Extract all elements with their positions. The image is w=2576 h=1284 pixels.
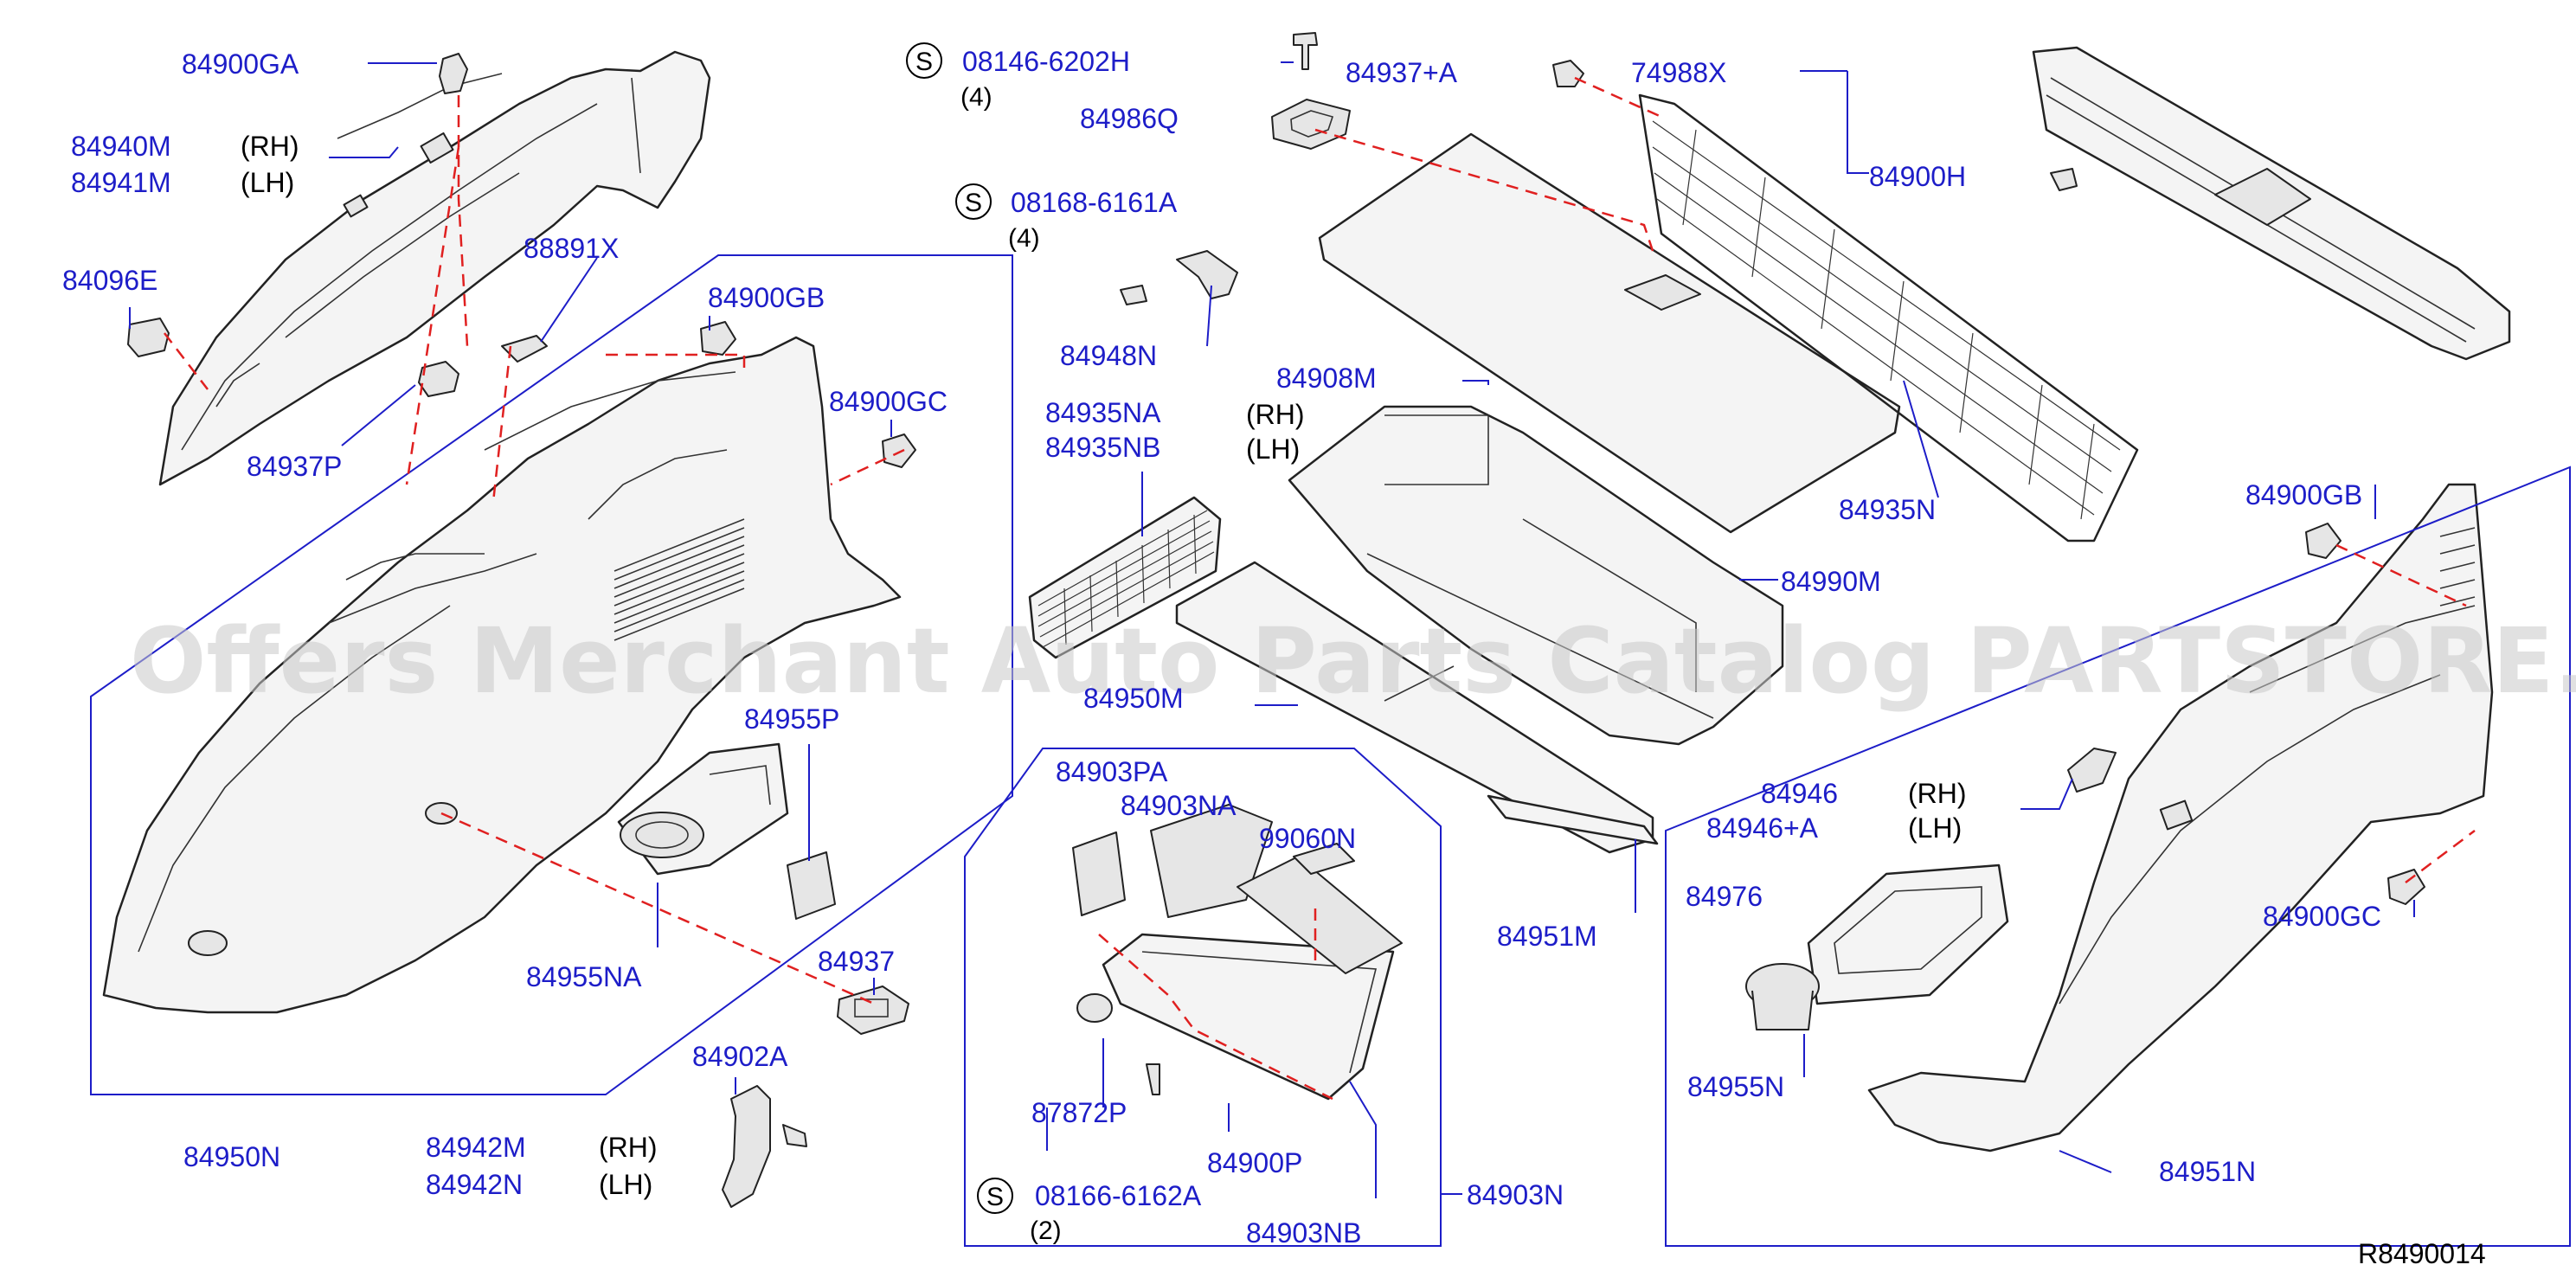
label-84900GB-left: 84900GB <box>708 282 825 313</box>
s-symbol-circle-2 <box>955 183 992 220</box>
label-88891X: 88891X <box>524 233 619 264</box>
label-84946plusA: 84946+A <box>1706 812 1819 844</box>
label-84955P: 84955P <box>744 703 839 735</box>
label-84941M: 84941M <box>71 167 171 198</box>
cup-84955N-illustration <box>1745 963 1820 1030</box>
label-87872P: 87872P <box>1031 1097 1127 1128</box>
clip-74988X-illustration <box>1552 60 1584 87</box>
label-rh-1: (RH) <box>241 131 299 162</box>
upper-side-trim-illustration <box>158 50 711 486</box>
label-s-symbol-1: S <box>915 48 933 76</box>
screw-08146-illustration <box>1293 32 1318 70</box>
tray-84955NA-illustration <box>617 742 789 876</box>
reference-code: R8490014 <box>2358 1238 2486 1269</box>
group-box-84950N <box>90 254 1013 1095</box>
label-84900GC-right: 84900GC <box>2263 901 2381 932</box>
cover-84900H-illustration <box>2032 46 2511 361</box>
label-84900GB-right: 84900GB <box>2245 479 2362 510</box>
label-84096E: 84096E <box>62 265 157 296</box>
label-84903NB: 84903NB <box>1246 1217 1361 1249</box>
label-84900GC-left: 84900GC <box>829 386 948 417</box>
group-box-84951N <box>1665 465 2571 1247</box>
cover-88891X-illustration <box>501 335 548 363</box>
lid-84955P-illustration <box>787 851 836 920</box>
label-84990M: 84990M <box>1781 566 1881 597</box>
tray-84908M-illustration <box>1288 405 1784 746</box>
label-08146-6202H: 08146-6202H <box>962 46 1130 77</box>
label-84946: 84946 <box>1761 778 1838 809</box>
label-84903N: 84903N <box>1467 1179 1564 1210</box>
label-lh-1: (LH) <box>241 167 294 198</box>
label-s-symbol-2: S <box>965 189 982 217</box>
label-84937plusA: 84937+A <box>1346 57 1458 88</box>
clip-84900GB-left-illustration <box>700 321 736 356</box>
label-84951M: 84951M <box>1497 921 1597 952</box>
label-qty-1: (4) <box>960 83 992 112</box>
label-84900GA: 84900GA <box>182 48 299 80</box>
board-84990M-illustration <box>1318 132 1901 534</box>
label-lh-4: (LH) <box>1908 812 1962 844</box>
label-qty-2: (4) <box>1008 224 1040 253</box>
leader-lines <box>129 61 2415 1198</box>
label-84903NA: 84903NA <box>1121 790 1237 821</box>
clip-84900GC-right-illustration <box>2387 869 2425 905</box>
label-84955NA: 84955NA <box>526 961 642 992</box>
bracket-84942M-illustration <box>722 1085 807 1208</box>
label-84955N: 84955N <box>1687 1071 1784 1102</box>
bracket-84948N-illustration <box>1120 250 1238 305</box>
dashed-connectors <box>164 76 2476 1101</box>
label-84942M: 84942M <box>426 1132 526 1163</box>
label-rh-4: (RH) <box>1908 778 1967 809</box>
lid-84946-illustration <box>2067 748 2117 793</box>
s-symbol-circle-3 <box>977 1178 1013 1214</box>
label-84940M: 84940M <box>71 131 171 162</box>
label-84935N: 84935N <box>1839 494 1936 525</box>
label-84951N: 84951N <box>2159 1156 2256 1187</box>
label-84986Q: 84986Q <box>1080 103 1179 134</box>
label-84937P: 84937P <box>247 451 342 482</box>
label-rh-2: (RH) <box>599 1132 658 1163</box>
label-84902A: 84902A <box>692 1041 788 1072</box>
label-84976: 84976 <box>1686 881 1763 912</box>
clip-84900GB-right-illustration <box>2305 523 2342 559</box>
bezel-84986Q-illustration <box>1271 99 1351 150</box>
bezel-84937-illustration <box>837 985 909 1035</box>
label-84903PA: 84903PA <box>1056 756 1168 787</box>
label-84950M: 84950M <box>1083 683 1184 714</box>
label-qty-3: (2) <box>1030 1217 1062 1245</box>
label-84900H: 84900H <box>1869 161 1966 192</box>
label-84900P: 84900P <box>1207 1147 1302 1178</box>
tray-84903-illustration <box>1072 804 1403 1101</box>
label-08166-6162A: 08166-6162A <box>1035 1180 1202 1211</box>
label-99060N: 99060N <box>1259 823 1356 854</box>
label-84948N: 84948N <box>1060 340 1157 371</box>
label-84935NB: 84935NB <box>1045 432 1160 463</box>
group-box-84903N <box>964 748 1442 1247</box>
watermark-text: Offers Merchant Auto Parts Catalog PARTS… <box>130 608 2576 714</box>
label-08168-6161A: 08168-6161A <box>1011 187 1178 218</box>
clip-84900GC-left-illustration <box>882 433 916 468</box>
label-84942N: 84942N <box>426 1169 523 1200</box>
tray-84976-illustration <box>1807 863 2009 1005</box>
label-rh-3: (RH) <box>1246 399 1305 430</box>
strip-84951M-illustration <box>1487 794 1659 845</box>
label-s-symbol-3: S <box>986 1183 1004 1211</box>
clip-84096E-illustration <box>127 318 170 357</box>
label-84950N: 84950N <box>183 1141 280 1172</box>
label-84937: 84937 <box>818 946 895 977</box>
clip-84937P-illustration <box>418 361 459 397</box>
clip-84900GA-illustration <box>439 53 468 94</box>
label-74988X: 74988X <box>1631 57 1726 88</box>
s-symbol-circle-1 <box>906 42 942 79</box>
label-84908M: 84908M <box>1276 363 1377 394</box>
left-quarter-trim-illustration <box>102 336 902 1014</box>
net-84935N-illustration <box>1638 93 2139 542</box>
right-quarter-trim-illustration <box>1867 483 2494 1152</box>
label-lh-2: (LH) <box>599 1169 652 1200</box>
label-84935NA: 84935NA <box>1045 397 1161 428</box>
part-labels: 84900GA 84940M (RH) 84941M (LH) 84096E 8… <box>62 46 2486 1269</box>
net-84935NA-illustration <box>1028 496 1222 659</box>
label-lh-3: (LH) <box>1246 433 1300 465</box>
